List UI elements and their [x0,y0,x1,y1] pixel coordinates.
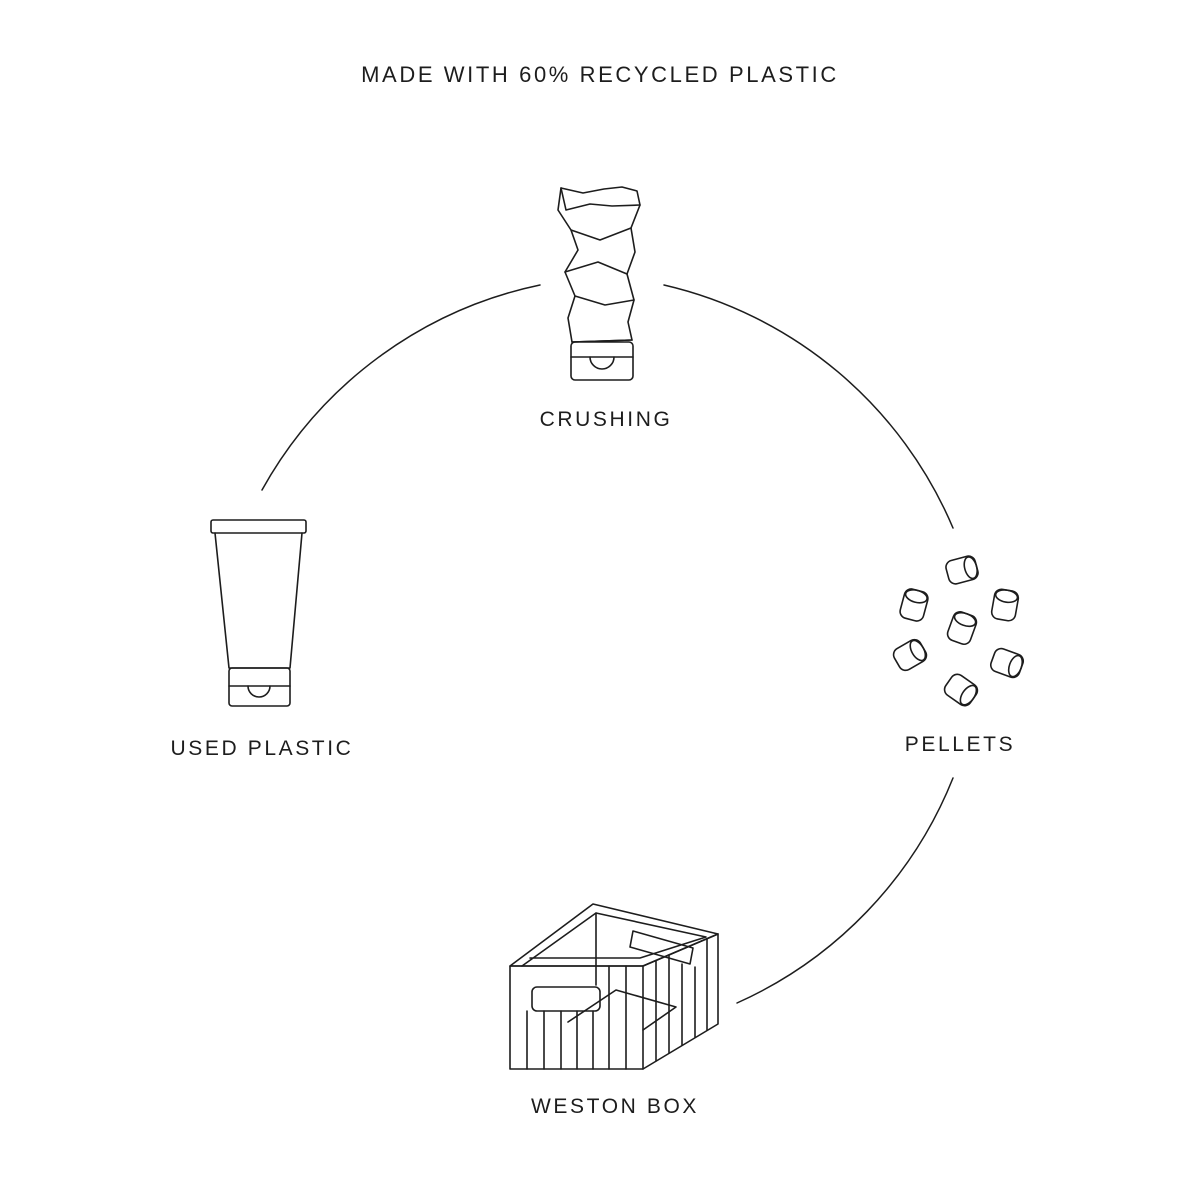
plastic-tube-icon [210,519,307,707]
stage-label-used-plastic: USED PLASTIC [170,737,354,760]
stage-label-crushing: CRUSHING [539,408,673,431]
crushed-tube-icon [557,186,641,381]
cycle-arc-pellets-to-box [736,777,954,1004]
cycle-arc-used-to-crushing [261,284,541,491]
storage-box-icon [509,903,719,1070]
cycle-arc-crushing-to-pellets [663,284,954,529]
plastic-pellets-icon [892,555,1025,707]
stage-label-pellets: PELLETS [904,733,1016,756]
stage-label-weston-box: WESTON BOX [531,1095,699,1118]
diagram-title: MADE WITH 60% RECYCLED PLASTIC [361,62,839,87]
